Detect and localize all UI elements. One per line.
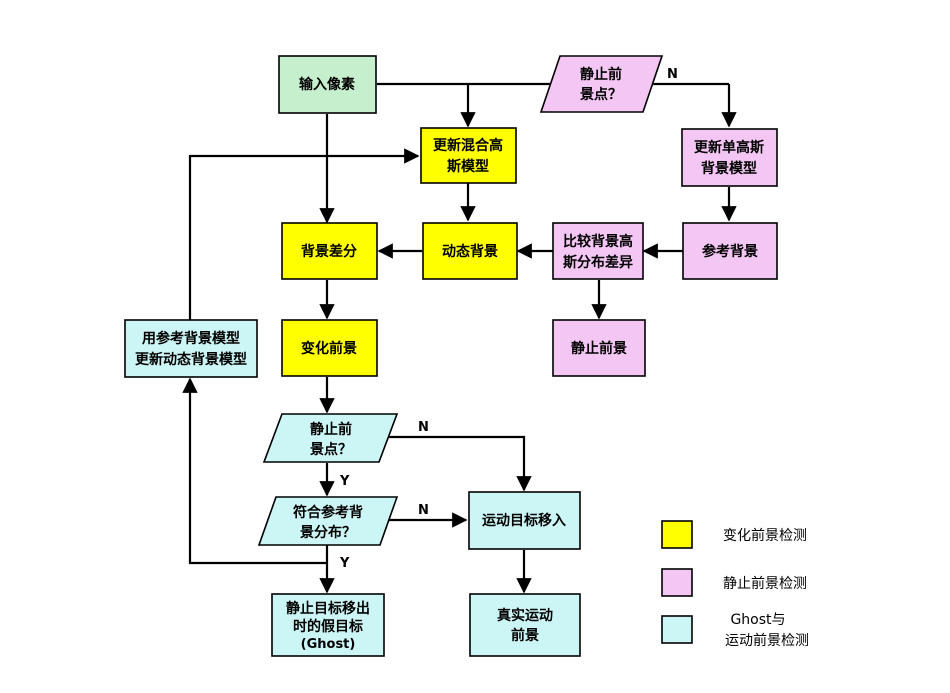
edge-decision-n [389,435,532,492]
svg-text:景点？: 景点？ [310,441,352,458]
legend: 变化前景检测 静止前景检测 Ghost与 运动前景检测 [661,520,809,649]
svg-text:更新动态背景模型: 更新动态背景模型 [135,351,247,368]
node-moving-in: 运动目标移入 [468,491,581,550]
svg-text:背景模型: 背景模型 [701,160,757,177]
node-true-moving-fg: 真实运动 前景 [469,593,581,657]
node-fake-target: 静止目标移出 时的假目标 (Ghost) [271,593,385,657]
svg-text:运动目标移入: 运动目标移入 [482,512,566,529]
node-update-with-reference: 用参考背景模型 更新动态背景模型 [124,319,258,378]
label-mid-n: N [418,420,429,435]
svg-text:用参考背景模型: 用参考背景模型 [142,330,240,347]
edges [182,82,737,594]
svg-text:静止前: 静止前 [310,421,352,438]
node-decision-mid: 静止前 景点？ [262,413,399,463]
node-bg-diff: 背景差分 [281,222,378,280]
svg-text:动态背景: 动态背景 [442,243,498,260]
svg-text:静止目标移出: 静止目标移出 [286,600,370,617]
svg-text:景点？: 景点？ [580,86,622,103]
legend-swatch-pink [661,568,693,597]
label-match-n: N [418,503,429,518]
svg-text:变化前景: 变化前景 [301,340,357,357]
legend-label-cyan-2: 运动前景检测 [725,632,809,649]
svg-text:参考背景: 参考背景 [702,243,758,260]
label-mid-y: Y [339,474,350,489]
svg-text:时的假目标: 时的假目标 [293,618,363,635]
svg-text:更新混合高: 更新混合高 [433,137,503,154]
svg-text:景分布？: 景分布？ [300,524,356,541]
legend-item-cyan: Ghost与 运动前景检测 [661,612,809,649]
svg-text:静止前: 静止前 [580,66,622,83]
svg-text:输入像素: 输入像素 [299,76,355,93]
svg-text:符合参考背: 符合参考背 [292,504,363,521]
legend-label-yellow: 变化前景检测 [723,527,807,544]
edge-feedback-to-mixture [188,148,420,320]
label-match-y: Y [339,556,350,571]
edge-labels: N N Y N Y [339,67,678,571]
legend-label-cyan-1: Ghost与 [730,612,785,628]
svg-text:斯模型: 斯模型 [447,158,489,175]
svg-text:真实运动: 真实运动 [497,607,553,624]
node-changed-fg: 变化前景 [281,319,378,377]
node-input-pixel: 输入像素 [278,55,377,114]
node-decision-match: 符合参考背 景分布？ [257,496,399,546]
svg-text:(Ghost): (Ghost) [301,637,356,652]
svg-text:背景差分: 背景差分 [301,243,357,260]
svg-text:静止前景: 静止前景 [571,340,627,357]
node-decision-top: 静止前 景点？ [539,55,664,113]
edge-feedback-up [188,380,327,565]
legend-label-pink: 静止前景检测 [723,575,807,592]
svg-text:前景: 前景 [511,627,539,644]
label-top-n: N [667,67,678,82]
legend-item-yellow: 变化前景检测 [661,520,807,549]
node-compare-diff: 比较背景高 斯分布差异 [552,222,644,280]
node-update-mixture: 更新混合高 斯模型 [420,127,517,184]
legend-item-pink: 静止前景检测 [661,568,807,597]
svg-text:比较背景高: 比较背景高 [563,233,633,250]
node-update-single: 更新单高斯 背景模型 [681,128,778,187]
svg-text:更新单高斯: 更新单高斯 [694,139,764,156]
legend-swatch-yellow [661,520,693,549]
legend-swatch-cyan [661,615,693,644]
node-reference-bg: 参考背景 [682,222,778,280]
svg-text:斯分布差异: 斯分布差异 [563,254,633,271]
node-static-fg: 静止前景 [552,319,646,377]
node-dynamic-bg: 动态背景 [422,222,518,280]
